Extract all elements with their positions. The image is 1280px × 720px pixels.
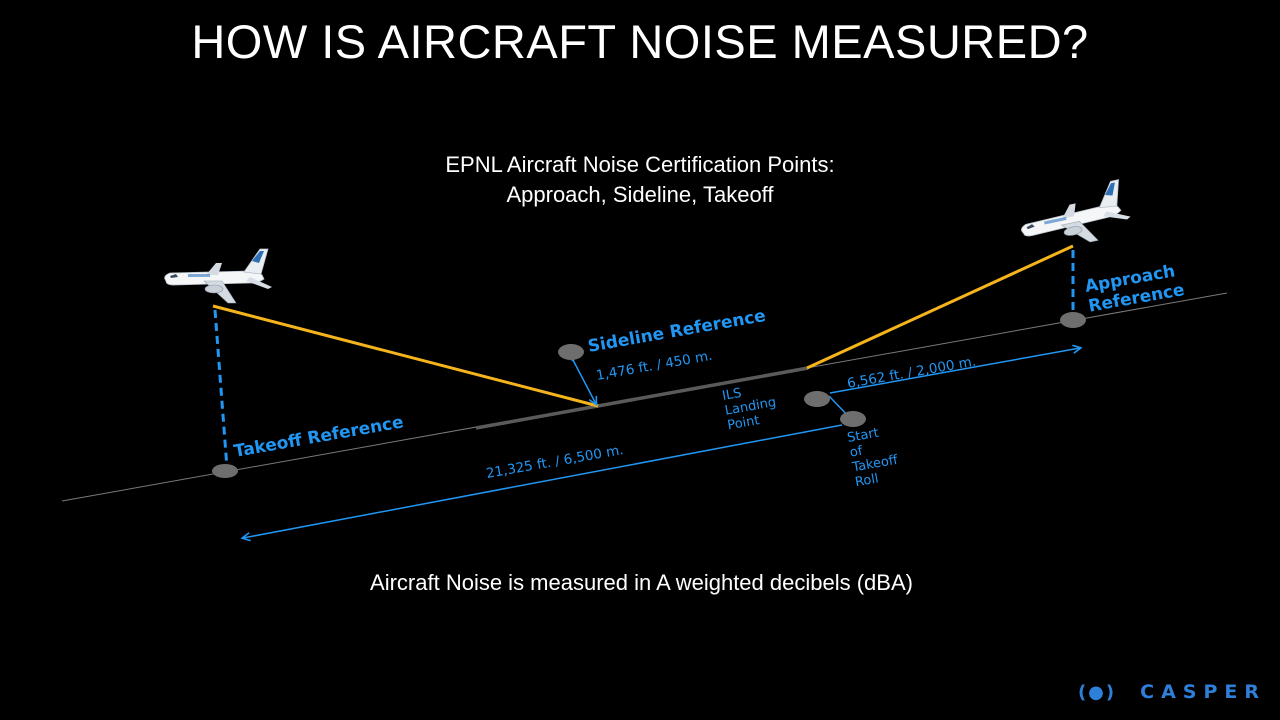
takeoff-airplane-icon [164,248,273,304]
subtitle-line-1: EPNL Aircraft Noise Certification Points… [445,152,835,177]
approach-distance-label: 6,562 ft. / 2,000 m. [846,354,977,392]
ils-landing-point-label: ILS Landing Point [721,386,777,434]
takeoff-reference-label: Takeoff Reference [232,412,405,462]
takeoff-flight-path [212,304,599,408]
footnote: Aircraft Noise is measured in A weighted… [370,570,913,595]
subtitle-line-2: Approach, Sideline, Takeoff [506,182,774,207]
ils-label-line-1: ILS [721,386,743,404]
ils-landing-point-marker [804,391,830,407]
ils-label-line-3: Point [726,413,760,433]
runway [475,366,809,430]
start-roll-line-4: Roll [854,471,880,490]
sideline-distance-arrow [573,360,596,404]
start-of-takeoff-roll-label: Start of Takeoff Roll [846,426,900,491]
page-title: HOW IS AIRCRAFT NOISE MEASURED? [191,15,1089,68]
sideline-reference-marker [558,344,584,360]
takeoff-reference-marker [212,464,238,478]
start-roll-line-2: of [849,444,864,461]
approach-reference-label: Approach Reference [1083,261,1186,316]
sideline-distance-label: 1,476 ft. / 450 m. [595,348,714,384]
diagram-subtitle: EPNL Aircraft Noise Certification Points… [0,150,1280,210]
approach-reference-marker [1060,312,1086,328]
approach-distance-arrow [829,348,1080,394]
takeoff-distance-arrow [243,424,843,538]
casper-logo-mark-icon: (●) [1077,681,1117,703]
start-roll-line-1: Start [846,426,880,446]
start-of-takeoff-roll-marker [840,411,866,427]
takeoff-altitude-line [213,309,229,469]
approach-flight-path [806,244,1074,370]
casper-logo-text: CASPER [1140,681,1266,703]
sideline-reference-label: Sideline Reference [586,306,767,357]
casper-logo: (●) CASPER [1078,680,1266,704]
takeoff-distance-label: 21,325 ft. / 6,500 m. [485,442,625,482]
approach-airplane-icon [1014,178,1135,256]
